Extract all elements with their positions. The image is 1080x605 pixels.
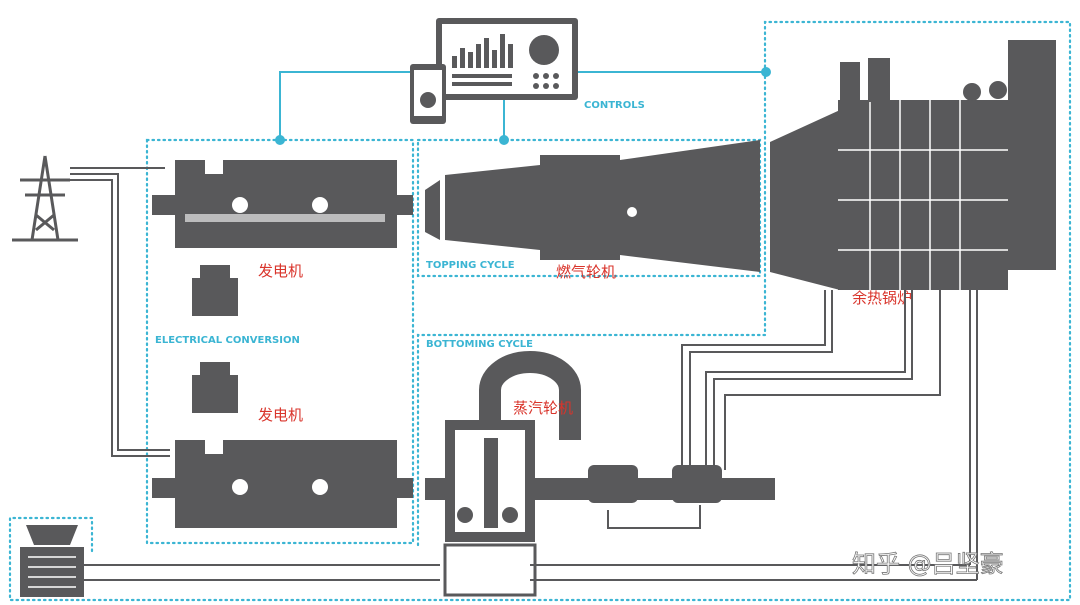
controls-label: CONTROLS [584,100,645,111]
transformer-icon [192,362,238,413]
hrsg-label: 余热锅炉 [852,289,912,307]
generator-top [152,160,413,248]
bottoming-cycle-label: BOTTOMING CYCLE [426,339,533,350]
steam-turbine [425,351,775,597]
control-node [275,135,285,145]
electrical-conversion-label: ELECTRICAL CONVERSION [155,335,300,346]
cooling-unit [20,525,84,597]
control-node [761,67,771,77]
heat-recovery-steam-generator [770,40,1056,290]
tablet-icon [410,64,446,124]
gas-turbine-label: 燃气轮机 [556,263,616,281]
generator-bottom-label: 发电机 [258,406,303,424]
steam-turbine-label: 蒸汽轮机 [513,399,573,417]
transmission-tower-icon [12,155,78,242]
control-node [499,135,509,145]
transformer-icon [192,265,238,316]
generator-top-label: 发电机 [258,262,303,280]
topping-cycle-region [416,138,762,278]
topping-cycle-label: TOPPING CYCLE [426,260,515,271]
steam-piping [84,290,978,581]
generator-bottom [152,440,413,528]
controls-monitor-icon [436,18,578,100]
watermark: 知乎 @吕坚豪 [852,550,1004,578]
control-lines [279,71,766,140]
power-cables [70,167,170,457]
bottoming-cycle-region [8,20,1072,602]
gas-turbine [425,140,760,272]
